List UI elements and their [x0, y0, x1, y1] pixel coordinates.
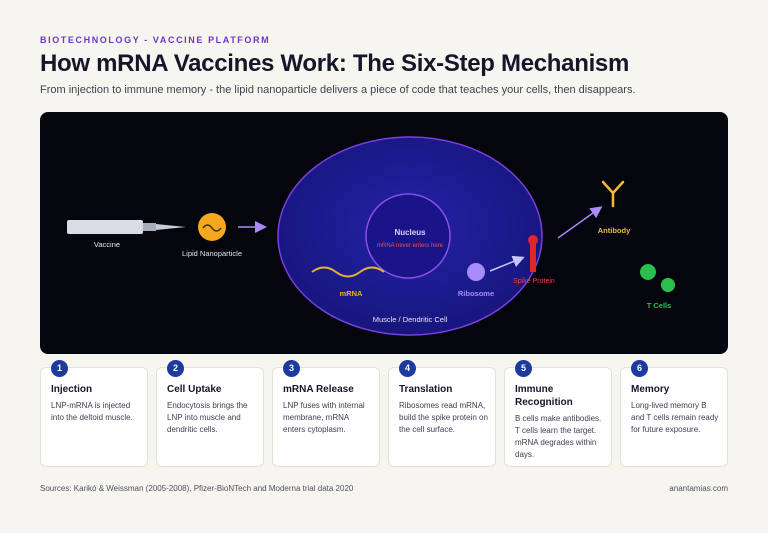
page-title: How mRNA Vaccines Work: The Six-Step Mec…	[40, 50, 630, 77]
antibody-icon	[601, 180, 625, 208]
t-cells-label: T Cells	[646, 301, 672, 310]
step-title: mRNA Release	[283, 384, 354, 395]
mrna-label: mRNA	[339, 289, 363, 298]
syringe-icon	[67, 220, 186, 234]
step-description: Long-lived memory B and T cells remain r…	[631, 401, 719, 434]
step-title: Injection	[51, 384, 93, 395]
lipid-nanoparticle-icon	[198, 213, 226, 241]
spike-protein-label: Spike Protein	[513, 278, 555, 285]
sources-note: Sources: Karikó & Weissman (2005-2008), …	[40, 484, 354, 493]
page-subtitle: From injection to immune memory - the li…	[40, 84, 636, 96]
eyebrow-label: BIOTECHNOLOGY - VACCINE PLATFORM	[40, 35, 271, 45]
steps-row: 1 Injection LNP-mRNA is injected into th…	[40, 360, 728, 469]
step-number-badge: 4	[399, 360, 416, 377]
ribosome-label: Ribosome	[457, 289, 495, 298]
step-description: Endocytosis brings the LNP into muscle a…	[167, 401, 248, 434]
nucleus-note-label: mRNA never enters here	[376, 243, 444, 249]
step-number-badge: 1	[51, 360, 68, 377]
spike-protein-icon	[528, 235, 538, 272]
step-card-6: 6 Memory Long-lived memory B and T cells…	[620, 360, 728, 467]
step-number-badge: 3	[283, 360, 300, 377]
step-title: Immune Recognition	[515, 384, 573, 408]
mrna-strand-icon	[311, 266, 385, 278]
cell-label: Muscle / Dendritic Cell	[372, 315, 448, 324]
step-card-2: 2 Cell Uptake Endocytosis brings the LNP…	[156, 360, 264, 467]
step-description: B cells make antibodies. T cells learn t…	[515, 414, 602, 459]
lnp-label: Lipid Nanoparticle	[181, 249, 243, 258]
vaccine-label: Vaccine	[93, 240, 121, 249]
step-description: LNP fuses with internal membrane, mRNA e…	[283, 401, 365, 434]
step-title: Translation	[399, 384, 453, 395]
arrow-spike-to-antibody	[557, 206, 603, 239]
nucleus-shape	[365, 193, 451, 279]
mechanism-diagram: Vaccine Lipid Nanoparticle Nucleus mRNA …	[40, 112, 728, 354]
step-card-5: 5 Immune Recognition B cells make antibo…	[504, 360, 612, 467]
arrow-ribosome-to-spike	[489, 255, 525, 272]
step-card-4: 4 Translation Ribosomes read mRNA, build…	[388, 360, 496, 467]
step-number-badge: 2	[167, 360, 184, 377]
diagram-canvas	[67, 136, 675, 336]
step-number-badge: 5	[515, 360, 532, 377]
t-cell-icon	[640, 264, 656, 280]
step-card-1: 1 Injection LNP-mRNA is injected into th…	[40, 360, 148, 467]
t-cell-icon	[661, 278, 675, 292]
site-credit: anantamias.com	[669, 484, 728, 493]
ribosome-icon	[467, 263, 485, 281]
step-number-badge: 6	[631, 360, 648, 377]
step-title: Memory	[631, 384, 670, 395]
step-card-3: 3 mRNA Release LNP fuses with internal m…	[272, 360, 380, 467]
nucleus-label: Nucleus	[394, 228, 426, 237]
step-description: Ribosomes read mRNA, build the spike pro…	[399, 401, 488, 434]
step-description: LNP-mRNA is injected into the deltoid mu…	[51, 401, 133, 422]
antibody-label: Antibody	[597, 226, 631, 235]
step-title: Cell Uptake	[167, 384, 222, 395]
